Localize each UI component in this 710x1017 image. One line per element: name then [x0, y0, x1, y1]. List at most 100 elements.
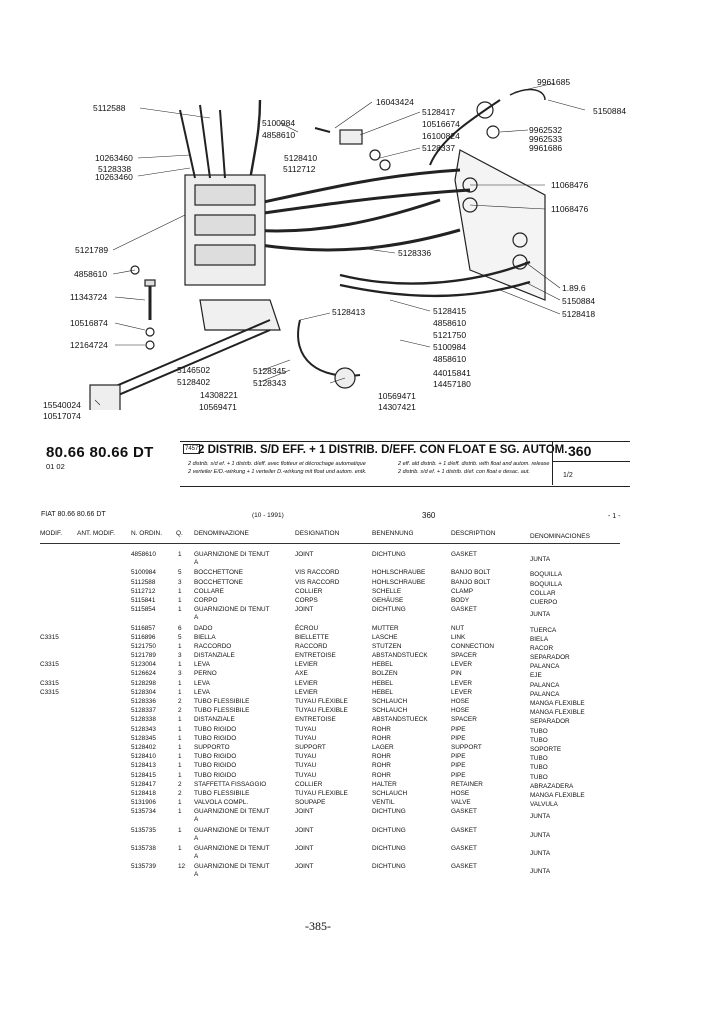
cell-n: 5123004 — [131, 661, 156, 669]
part-callout: 10569471 — [378, 391, 416, 401]
part-callout: 4858610 — [262, 130, 296, 140]
part-callout: 10517074 — [43, 411, 81, 421]
cell-n: 5135734 — [131, 808, 156, 816]
col-q: Q. — [176, 530, 183, 537]
cell-en: LEVER — [451, 661, 472, 669]
cell-en: CONNECTION — [451, 642, 494, 650]
part-callout: 5128413 — [332, 307, 366, 317]
cell-en: BANJO BOLT — [451, 569, 491, 577]
cell-de: HOHLSCHRAUBE — [372, 578, 426, 586]
cell-n: 5128304 — [131, 688, 156, 696]
cell-it: GUARNIZIONE DI TENUT — [194, 845, 270, 853]
cell-q: 1 — [178, 551, 182, 558]
cell-it: TUBO FLESSIBILE — [194, 698, 250, 706]
part-callout: 5121750 — [433, 330, 467, 340]
cell-q: 12 — [178, 863, 186, 871]
cell-q: 1 — [178, 725, 182, 733]
cell-n: 5135738 — [131, 845, 156, 853]
cell-fr: TUYAU — [295, 762, 317, 770]
part-callout: 9961686 — [529, 143, 563, 153]
cell-fr: JOINT — [295, 863, 314, 871]
cell-fr: SOUPAPE — [295, 799, 326, 807]
cell-n: 5128402 — [131, 743, 156, 751]
cell-es: RACOR — [530, 644, 554, 652]
cell-en: GASKET — [451, 863, 477, 871]
cell-de: MUTTER — [372, 624, 399, 632]
cell-fr: COLLIER — [295, 780, 323, 788]
cell-n: 5128417 — [131, 780, 156, 788]
cell-n: 5128338 — [131, 716, 156, 724]
cell-fr: JOINT — [295, 845, 314, 853]
cell-en: SUPPORT — [451, 743, 482, 751]
part-callout: 5150884 — [562, 296, 596, 306]
part-callout: 16043424 — [376, 97, 414, 107]
cell-it: GUARNIZIONE DI TENUT — [194, 606, 270, 614]
cell-it: TUBO RIGIDO — [194, 734, 237, 742]
cell-q: 5 — [178, 569, 182, 577]
lever-3 — [219, 109, 226, 179]
col-fr: DESIGNATION — [295, 530, 340, 537]
cell-it: TUBO RIGIDO — [194, 762, 237, 770]
cell-it: LEVA — [194, 661, 210, 669]
cell-de: SCHLAUCH — [372, 698, 408, 706]
cell-n: 5135735 — [131, 826, 156, 834]
part-callout: 9962532 — [529, 125, 563, 135]
cell-es: SOPORTE — [530, 745, 562, 753]
cell-de: DICHTUNG — [372, 826, 406, 834]
cell-de: ROHR — [372, 753, 391, 761]
cell-de: ABSTANDSTUECK — [372, 652, 428, 660]
cell-fr: TUYAU FLEXIBLE — [295, 698, 348, 706]
cell-modif: C3315 — [40, 633, 59, 641]
lever-1 — [179, 109, 196, 179]
model-title: 80.66 80.66 DT — [46, 444, 154, 461]
cell-n: 5112712 — [131, 587, 156, 595]
cell-it: GUARNIZIONE DI TENUT — [194, 826, 270, 834]
cell-q: 1 — [178, 716, 182, 724]
cell-q: 1 — [178, 808, 182, 816]
cell-de: DICHTUNG — [372, 863, 406, 871]
cell-n: 5128410 — [131, 753, 156, 761]
cell-es: MANGA FLEXIBLE — [530, 791, 585, 799]
cell-n: 5135739 — [131, 863, 156, 871]
part-callout: 10263460 — [95, 172, 133, 182]
group-code: 360 — [568, 443, 592, 459]
cell-n: 5116857 — [131, 624, 156, 632]
cell-fr: TUYAU — [295, 753, 317, 761]
cell-it: DISTANZIALE — [194, 716, 235, 724]
reference-code: 7457 — [183, 444, 201, 454]
cell-es: BOQUILLA — [530, 571, 562, 579]
cell-q: 1 — [178, 688, 182, 696]
cell-es: BIELA — [530, 635, 549, 643]
cell-de: SCHELLE — [372, 587, 402, 595]
bracket — [199, 299, 281, 331]
cell-it2: A — [194, 853, 199, 861]
pipe-d — [429, 99, 501, 166]
cell-q: 3 — [178, 652, 182, 660]
cell-it: PERNO — [194, 670, 217, 678]
pipe-a — [339, 260, 531, 285]
mounting-plate — [454, 149, 546, 301]
cell-es: PALANCA — [530, 663, 560, 671]
catalog-group-code: 360 — [422, 511, 436, 520]
part-callout: 4858610 — [433, 318, 467, 328]
cell-n: 5121750 — [131, 642, 156, 650]
cell-fr: ÉCROU — [295, 624, 319, 632]
cell-en: GASKET — [451, 845, 477, 853]
cell-fr: TUYAU — [295, 734, 317, 742]
cell-en: LEVER — [451, 679, 472, 687]
part-callout: 5128417 — [422, 107, 456, 117]
cell-n: 5126624 — [131, 670, 156, 678]
col-es: DENOMINACIONES — [530, 533, 590, 540]
cell-de: BOLZEN — [372, 670, 398, 678]
cell-en: PIPE — [451, 771, 466, 779]
cell-es: TUBO — [530, 736, 548, 744]
divider — [552, 441, 553, 485]
cell-es: JUNTA — [530, 556, 551, 563]
